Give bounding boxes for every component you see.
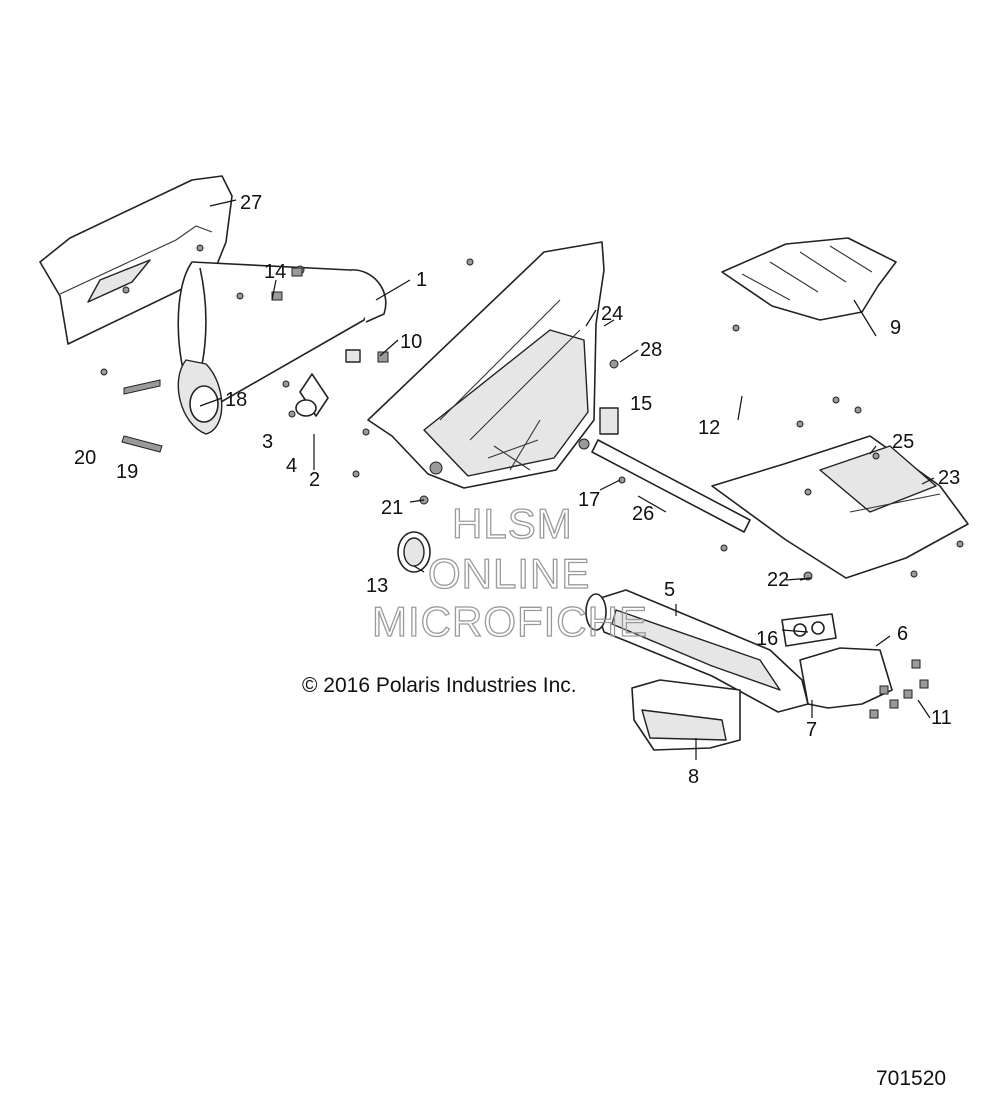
callout-12: 12: [698, 417, 721, 439]
callout-4: 4: [286, 455, 298, 477]
watermark-line-2: ONLINE: [427, 549, 591, 597]
callout-3: 3: [262, 431, 274, 453]
callout-21: 21: [381, 497, 404, 519]
callout-18: 18: [225, 389, 248, 411]
copyright-notice: © 2016 Polaris Industries Inc.: [302, 674, 577, 697]
part-13-seal-ring: [397, 531, 431, 573]
callout-28: 28: [640, 339, 663, 361]
callout-6: 6: [897, 623, 909, 645]
callout-26: 26: [632, 503, 655, 525]
callout-2: 2: [309, 469, 321, 491]
part-5-exhaust-pipe: [585, 589, 893, 713]
watermark-line-3: MICROFICHE: [371, 597, 648, 645]
diagram-code: 701520: [876, 1067, 947, 1090]
watermark-line-1: HLSM: [451, 499, 573, 547]
fasteners: [100, 258, 964, 581]
part-1-muffler: [177, 261, 387, 435]
leader-lines: [199, 199, 935, 760]
callout-15: 15: [630, 393, 653, 415]
callout-27: 27: [240, 192, 263, 214]
callout-9: 9: [890, 317, 902, 339]
callout-11: 11: [931, 707, 952, 729]
part-9-shield: [721, 237, 897, 321]
callout-7: 7: [806, 719, 818, 741]
part-24-heat-shield: [367, 241, 605, 489]
callout-23: 23: [938, 467, 961, 489]
callout-20: 20: [74, 447, 97, 469]
callout-19: 19: [116, 461, 139, 483]
callout-17: 17: [578, 489, 601, 511]
part-2-exhaust-tip: [295, 373, 329, 417]
part-11-bolts: [869, 659, 929, 719]
part-8-pipe-shield: [631, 679, 741, 751]
callout-22: 22: [767, 569, 790, 591]
part-23-shield: [711, 435, 969, 579]
callout-13: 13: [366, 575, 389, 597]
part-16-gasket: [781, 613, 837, 647]
callout-8: 8: [688, 766, 700, 788]
part-15-bracket: [599, 407, 619, 435]
callout-5: 5: [664, 579, 676, 601]
callout-16: 16: [756, 628, 779, 650]
part-26-strap: [591, 439, 751, 533]
callout-25: 25: [892, 431, 915, 453]
callout-10: 10: [400, 331, 423, 353]
callout-1: 1: [416, 269, 428, 291]
part-27-heat-shield: [39, 175, 233, 345]
callout-24: 24: [601, 303, 624, 325]
callout-14: 14: [264, 261, 287, 283]
